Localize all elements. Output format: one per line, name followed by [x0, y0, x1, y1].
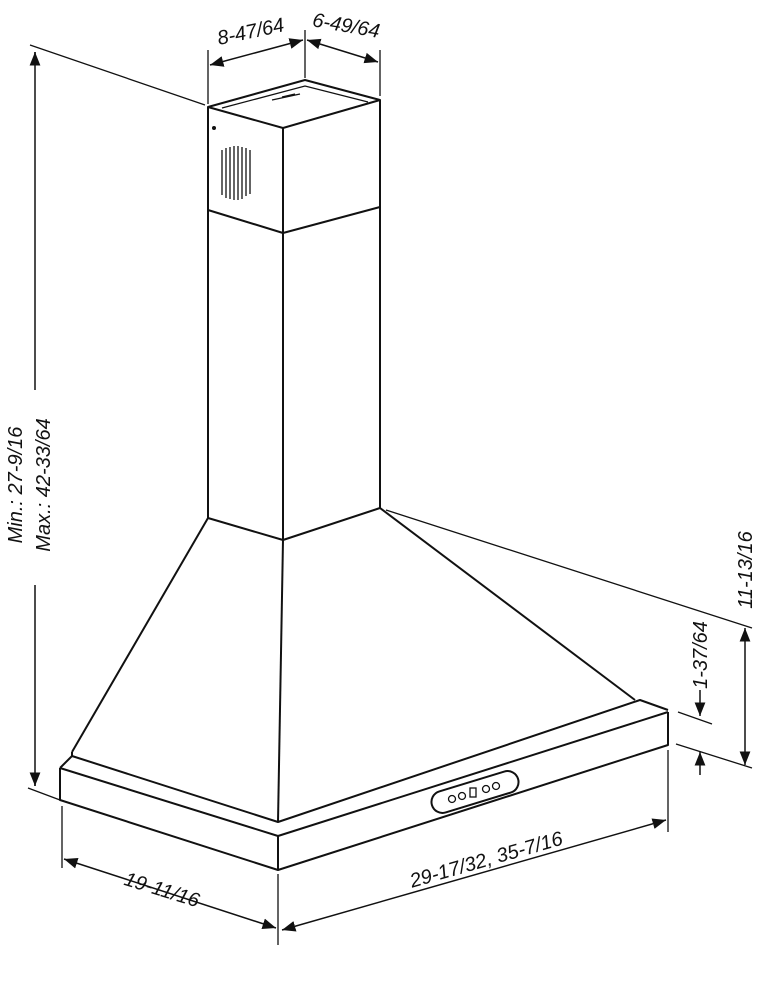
label-hood-height: 11-13/16: [735, 530, 757, 608]
label-width: 29-17/32, 35-7/16: [406, 828, 566, 893]
label-top-width: 8-47/64: [215, 14, 286, 50]
hood-base: [59, 711, 669, 871]
hood-canopy: [71, 507, 669, 823]
dimension-overall-height: Min.: 27-9/16 Max.: 42-33/64: [5, 44, 206, 801]
dimension-depth: 19-11/16: [61, 750, 669, 945]
label-height-min: Min.: 27-9/16: [5, 426, 27, 544]
control-panel: [430, 770, 520, 814]
label-base-thickness: 1-37/64: [690, 621, 712, 689]
label-depth: 19-11/16: [121, 868, 202, 912]
chimney-top-section: [207, 79, 381, 234]
label-height-max: Max.: 42-33/64: [33, 418, 55, 551]
dimension-top-depth: 6-49/64: [306, 9, 382, 64]
dimension-width: 29-17/32, 35-7/16: [281, 818, 667, 932]
label-top-depth: 6-49/64: [311, 9, 382, 42]
vent-slots: [221, 146, 251, 200]
dimension-hood-height: 11-13/16: [385, 509, 757, 769]
dimension-base-thickness: 1-37/64: [677, 621, 713, 775]
chimney-lower-section: [207, 207, 381, 541]
